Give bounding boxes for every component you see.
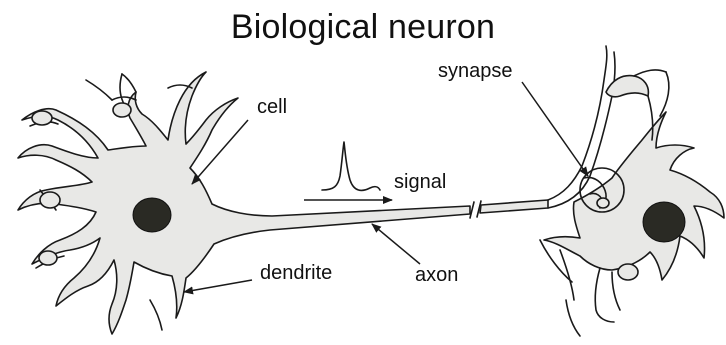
label-cell: cell	[257, 96, 287, 119]
left-cell-body	[18, 72, 470, 334]
right-dendrite-knob-top	[606, 76, 648, 97]
left-nucleus	[133, 198, 171, 232]
dendrite-pointer-arrow	[184, 280, 252, 292]
right-dendrite-line-5	[612, 272, 620, 310]
right-cell-body	[544, 112, 724, 280]
presynaptic-fiber-1	[548, 46, 607, 200]
synapse-bouton	[597, 198, 609, 208]
dendrite-knob-2	[113, 103, 131, 117]
signal-spike	[322, 142, 380, 190]
axon-segment-right	[480, 200, 548, 213]
right-neuron	[540, 46, 724, 336]
label-signal: signal	[394, 171, 446, 194]
left-neuron	[18, 72, 470, 334]
axon-break	[470, 200, 548, 218]
right-dendrite-line-8	[566, 300, 580, 336]
signal-graphic	[304, 142, 392, 200]
label-axon: axon	[415, 264, 458, 287]
right-nucleus	[643, 202, 685, 242]
right-dendrite-line-2	[634, 70, 666, 76]
dendrite-knob-1	[32, 111, 52, 125]
label-synapse: synapse	[438, 60, 513, 83]
label-dendrite: dendrite	[260, 262, 332, 285]
right-dendrite-line-4	[595, 268, 614, 322]
right-dendrite-line-7	[560, 250, 574, 300]
dendrite-branch-1	[122, 74, 136, 92]
dendrite-branch-9	[150, 300, 162, 330]
dendrite-branch-3	[86, 80, 112, 100]
dendrite-knob-4	[39, 251, 57, 265]
axon-pointer-arrow	[372, 224, 420, 264]
right-dendrite-line-3	[660, 72, 669, 116]
dendrite-knob-3	[40, 192, 60, 208]
right-dendrite-knob-bottom	[618, 264, 638, 280]
synapse-pointer-arrow	[522, 82, 588, 176]
